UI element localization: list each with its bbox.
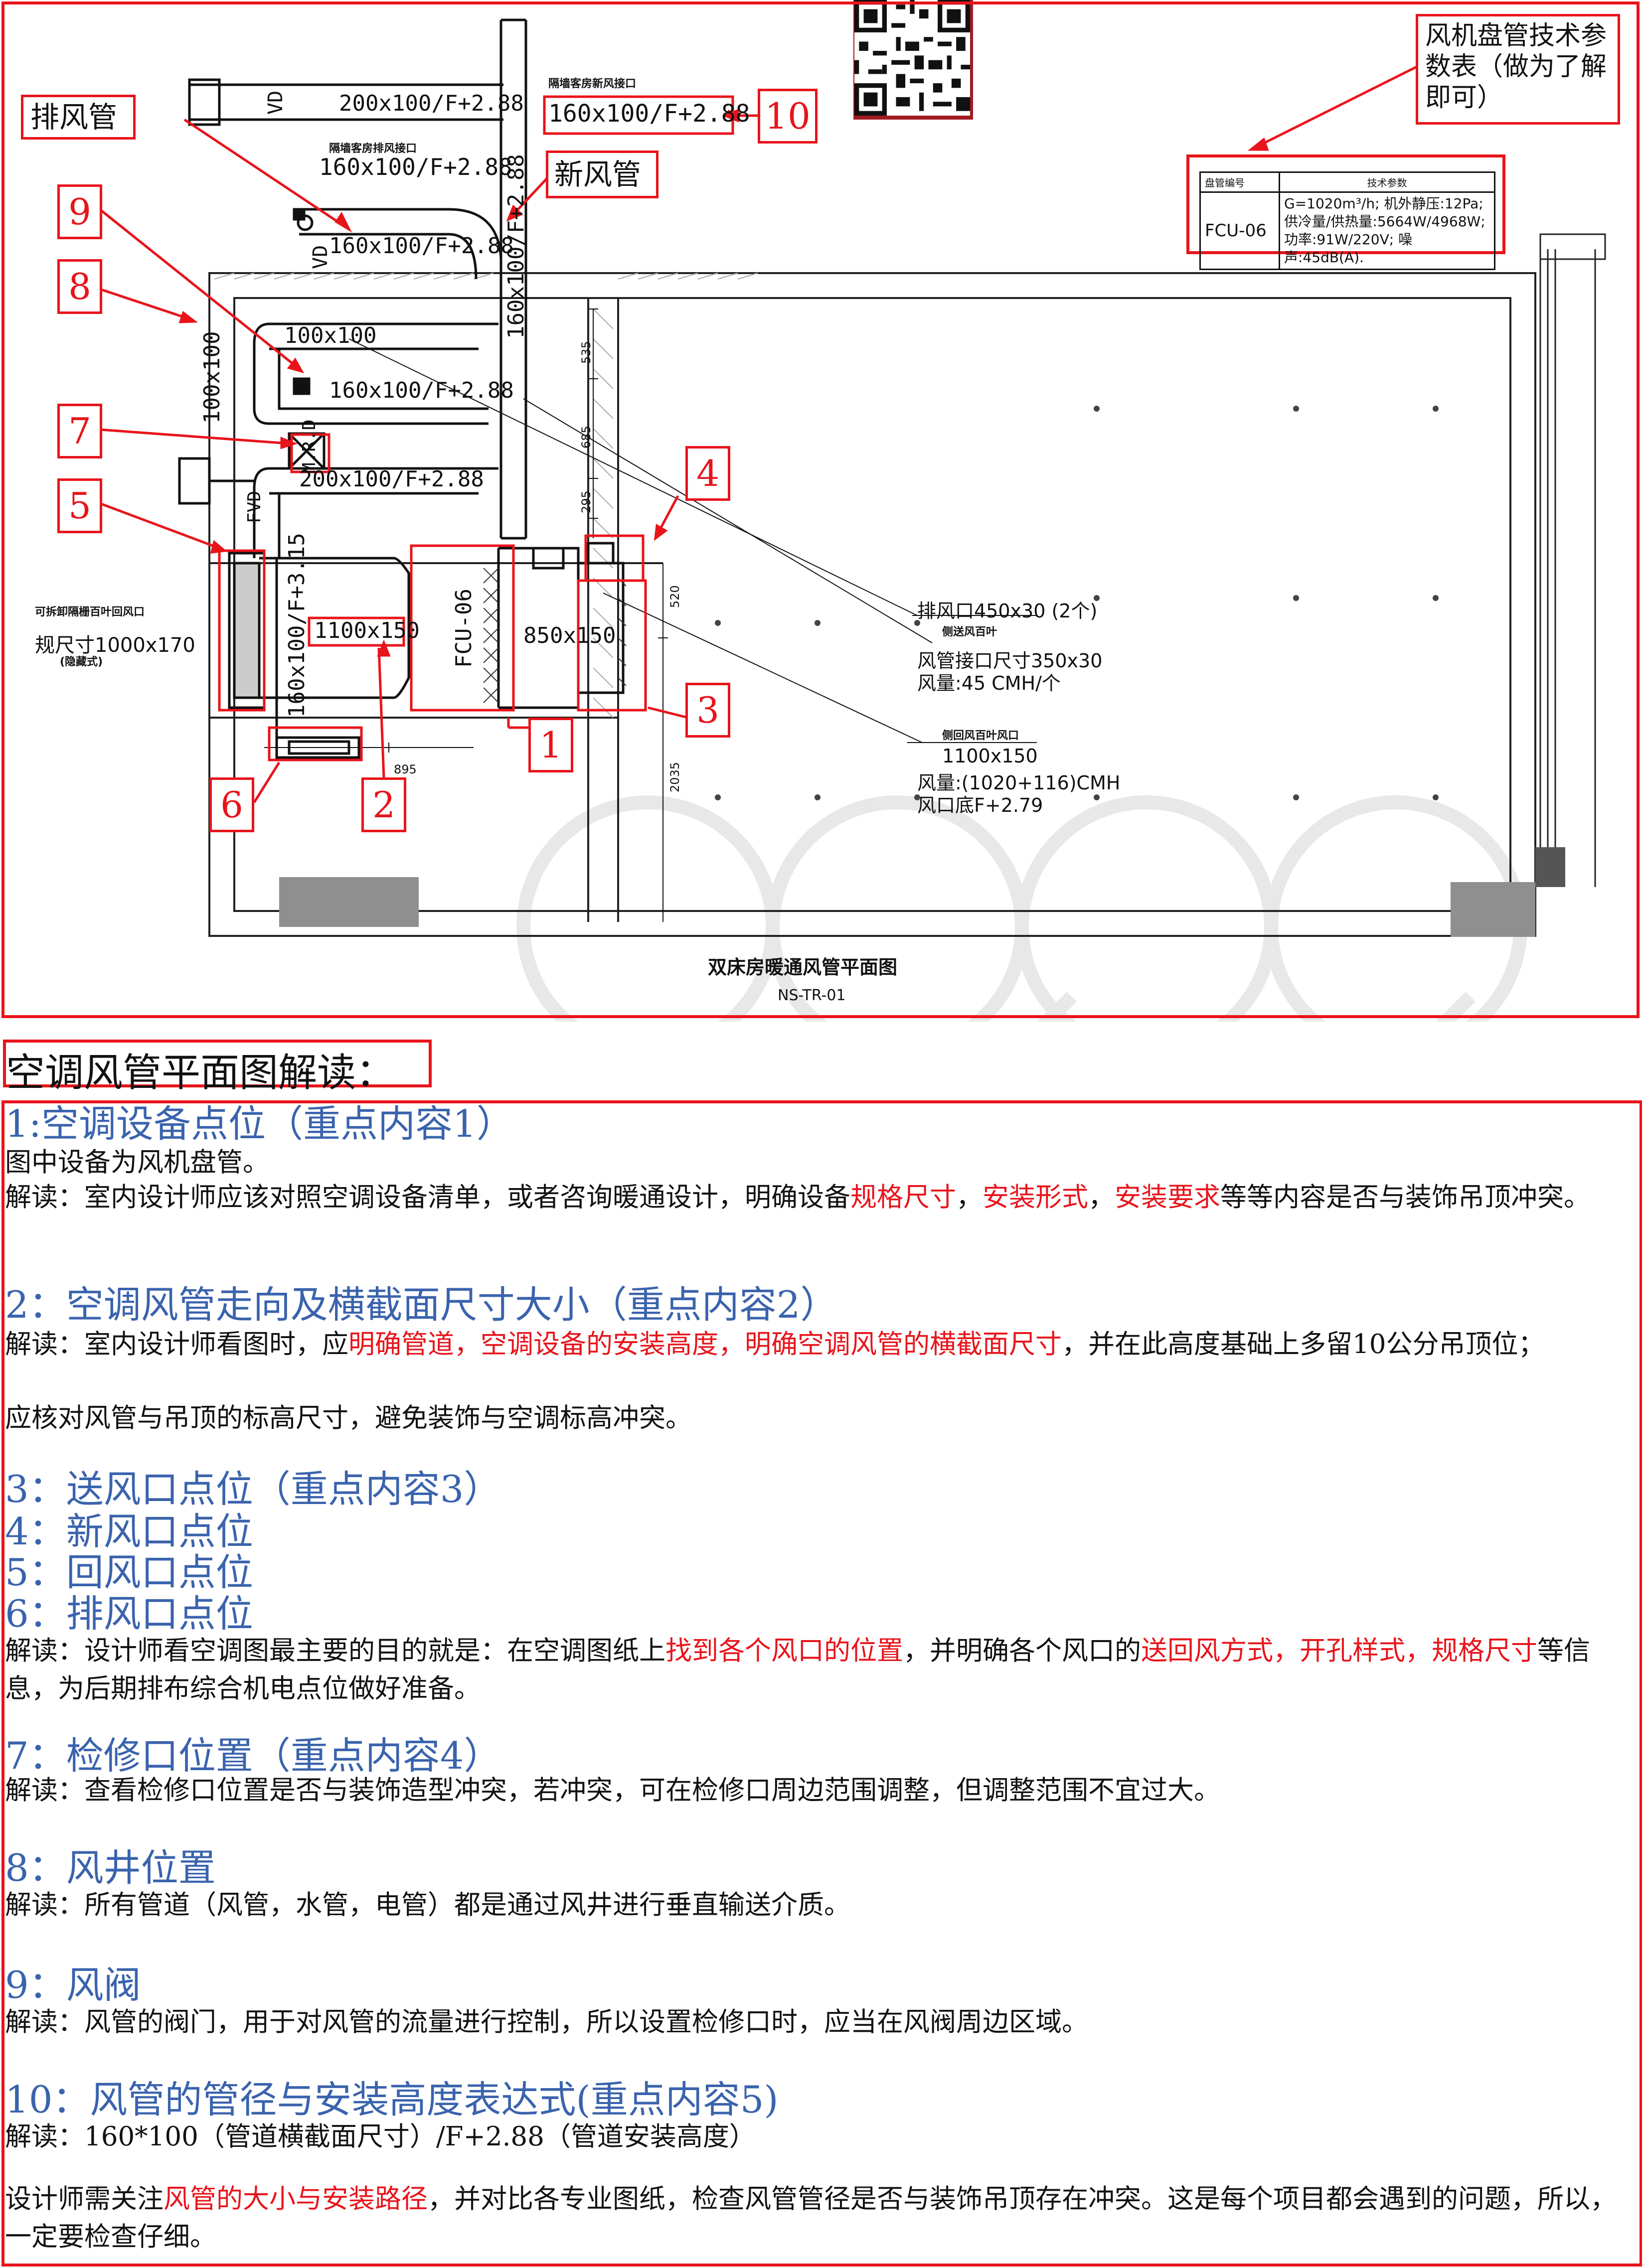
s1-line1: 图中设备为风机盘管。 xyxy=(5,1147,269,1178)
duct-label-160x100-c: 160x100/F+2.88 xyxy=(329,378,514,403)
dim-895: 895 xyxy=(394,762,417,776)
dim-685: 685 xyxy=(579,426,593,449)
table-header-spec: 技术参数 xyxy=(1279,171,1495,193)
fcu-parameter-table: 盘管编号 技术参数 FCU-06 G=1020m³/h; 机外静压:12Pa; … xyxy=(1186,154,1505,270)
s3-body: 解读：设计师看空调图最主要的目的就是：在空调图纸上找到各个风口的位置，并明确各个… xyxy=(5,1636,1590,1704)
section-title-frame xyxy=(3,1040,432,1087)
dim-535: 535 xyxy=(579,341,593,364)
duct-label-1100x150: 1100x150 xyxy=(314,618,420,643)
s5-heading: 5：回风口点位 xyxy=(5,1550,253,1594)
volume-damper-label-1: VD xyxy=(264,90,287,115)
note-return-grille: 可拆卸隔栅百叶回风口 xyxy=(35,606,145,618)
duct-label-callout10: 160x100/F+2.88 xyxy=(548,100,750,128)
s2-line2: 应核对风管与吊顶的标高尺寸，避免装饰与空调标高冲突。 xyxy=(5,1403,692,1433)
s8-heading: 8：风井位置 xyxy=(5,1846,216,1890)
s3-heading: 3：送风口点位（重点内容3） xyxy=(5,1467,501,1511)
note-supply-1: 排风口450x30 (2个) xyxy=(917,600,1098,622)
note-exhaust-connector: 隔墙客房排风接口 xyxy=(329,143,417,155)
callout-7: 7 xyxy=(57,404,102,458)
explanation-frame xyxy=(1,1100,1642,2267)
callout-8: 8 xyxy=(57,259,102,314)
s9-heading: 9：风阀 xyxy=(5,1963,141,2007)
note-lower-3: 风量:(1020+116)CMH xyxy=(917,772,1121,794)
hvac-floor-plan: 设计 得到 风机盘管技术参数表（做为了解即可） xyxy=(0,0,1644,1022)
duct-label-200x100-b: 200x100/F+2.88 xyxy=(299,466,484,492)
dim-2035: 2035 xyxy=(668,761,682,792)
volume-damper-label-2: VD xyxy=(309,245,332,269)
duct-label-160x100-d: 160x100/F+3.15 xyxy=(284,533,310,718)
duct-label-100x100-a: 100x100 xyxy=(284,323,377,348)
note-lower-4: 风口底F+2.79 xyxy=(917,794,1043,816)
note-supply-3: 风管接口尺寸350x30 xyxy=(917,650,1103,672)
plan-code: NS-TR-01 xyxy=(778,987,846,1004)
duct-label-850x150: 850x150 xyxy=(523,623,616,648)
fcu-params-note: 风机盘管技术参数表（做为了解即可） xyxy=(1416,14,1620,125)
s2-heading: 2：空调风管走向及横截面尺寸大小（重点内容2） xyxy=(5,1283,838,1327)
brand-logo: 设计 得到 xyxy=(853,0,1108,120)
exhaust-duct-label: 排风管 xyxy=(21,95,136,140)
table-header-id: 盘管编号 xyxy=(1199,171,1280,193)
table-cell-spec: G=1020m³/h; 机外静压:12Pa; 供冷量/供热量:5664W/496… xyxy=(1279,191,1495,270)
fcu-unit-label: FCU-06 xyxy=(451,589,477,668)
note-supply-4: 风量:45 CMH/个 xyxy=(917,672,1061,694)
fire-damper-label: FVD xyxy=(244,490,265,523)
note-supply-2: 侧送风百叶 xyxy=(942,626,997,638)
callout-4: 4 xyxy=(685,446,730,501)
note-return-size: 规尺寸1000x170 xyxy=(35,634,195,657)
s1-heading: 1:空调设备点位（重点内容1） xyxy=(5,1102,514,1146)
s8-body: 解读：所有管道（风管，水管，电管）都是通过风井进行垂直输送介质。 xyxy=(5,1890,850,1920)
duct-label-160x100-a: 160x100/F+2.88 xyxy=(319,153,512,180)
duct-label-100x100-b: 100x100 xyxy=(199,331,225,424)
duct-label-160x100-vertical: 160x100/F+2.88 xyxy=(503,154,529,339)
note-lower-2: 1100x150 xyxy=(942,745,1038,767)
s9-body: 解读：风管的阀门，用于对风管的流量进行控制，所以设置检修口时，应当在风阀周边区域… xyxy=(5,2007,1088,2037)
s2-body: 解读：室内设计师看图时，应明确管道，空调设备的安装高度，明确空调风管的横截面尺寸… xyxy=(5,1329,1545,1360)
s6-heading: 6：排风口点位 xyxy=(5,1592,253,1636)
callout-9: 9 xyxy=(57,184,102,239)
duct-label-200x100-top: 200x100/F+2.88 xyxy=(339,91,524,116)
s10-body: 解读：160*100（管道横截面尺寸）/F+2.88（管道安装高度） xyxy=(5,2121,756,2152)
access-panel-label: M.R.D xyxy=(299,419,320,473)
s4-heading: 4：新风口点位 xyxy=(5,1510,253,1553)
s7-body: 解读：查看检修口位置是否与装饰造型冲突，若冲突，可在检修口周边范围调整，但调整范… xyxy=(5,1775,1220,1806)
dim-520: 520 xyxy=(668,585,682,608)
callout-6: 6 xyxy=(209,777,254,832)
callout-1: 1 xyxy=(528,718,573,772)
duct-label-160x100-b: 160x100/F+2.88 xyxy=(329,233,514,259)
callout-3: 3 xyxy=(685,683,730,738)
callout-5: 5 xyxy=(57,478,102,533)
callout-2: 2 xyxy=(361,777,406,832)
callout-10: 10 xyxy=(758,89,818,144)
plan-title: 双床房暖通风管平面图 xyxy=(708,956,898,978)
s10-note: 设计师需关注风管的大小与安装路径，并对比各专业图纸，检查风管管径是否与装饰吊顶存… xyxy=(5,2184,1617,2252)
dim-295: 295 xyxy=(579,490,593,513)
qr-code-icon xyxy=(854,0,970,116)
s7-heading: 7：检修口位置（重点内容4） xyxy=(5,1734,501,1778)
note-fresh-connector: 隔墙客房新风接口 xyxy=(548,78,637,90)
plan-linework xyxy=(99,18,1606,1022)
note-lower-1: 侧回风百叶风口 xyxy=(942,730,1019,742)
fresh-duct-label: 新风管 xyxy=(546,151,658,198)
s1-body: 解读：室内设计师应该对照空调设备清单，或者咨询暖通设计，明确设备规格尺寸，安装形… xyxy=(5,1182,1590,1212)
section-title: 空调风管平面图解读： xyxy=(6,1051,395,1095)
s10-heading: 10：风管的管径与安装高度表达式(重点内容5) xyxy=(5,2078,779,2121)
table-cell-model: FCU-06 xyxy=(1199,191,1280,270)
note-return-hidden: (隐藏式) xyxy=(60,656,103,668)
